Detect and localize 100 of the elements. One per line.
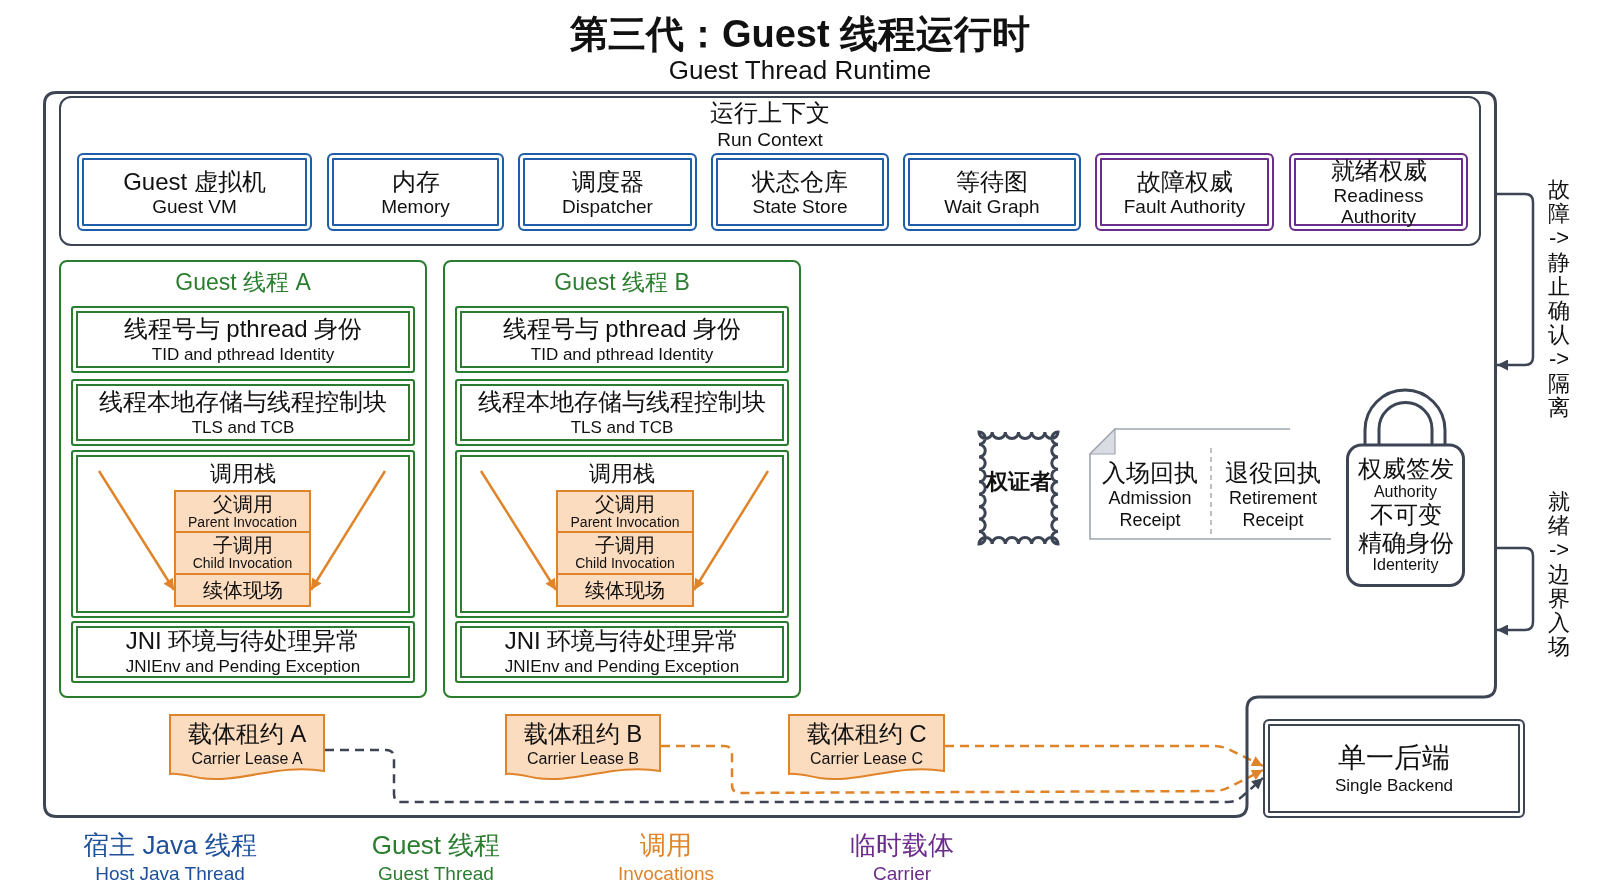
- subtitle-text: Guest VM: [152, 196, 237, 218]
- call-stack-box: [455, 450, 789, 618]
- legend-label: Guest 线程: [371, 829, 501, 861]
- subtitle-text: Fault Authority: [1123, 196, 1246, 218]
- subtitle-text: Authority: [1373, 482, 1438, 501]
- component-box: [518, 153, 697, 231]
- title-text: 入场回执: [1102, 458, 1198, 488]
- title-text: 线程本地存储与线程控制块: [99, 386, 387, 417]
- title: 第三代：Guest 线程运行时: [569, 12, 1031, 57]
- stack-frame-box: [556, 531, 694, 573]
- dashed-arrow: [945, 744, 1264, 768]
- legend-label: Invocations: [617, 863, 715, 885]
- arrow: [97, 470, 176, 591]
- stack-frame-box: [174, 573, 311, 607]
- stack-frame-box: [174, 490, 311, 531]
- title-text: 父调用: [595, 492, 655, 515]
- dashed-arrow: [325, 748, 1264, 804]
- run-context-panel: [59, 96, 1481, 246]
- dashed-arrow: [661, 744, 1264, 795]
- receipt-card: [1089, 428, 1331, 540]
- subtitle-text: Carrier Lease C: [810, 749, 923, 769]
- title-text: JNI 环境与待处理异常: [125, 626, 361, 657]
- title-text: 父调用: [212, 492, 273, 515]
- component-box: [327, 153, 504, 231]
- subtitle-text: TID and pthread Identity: [151, 343, 335, 366]
- subtitle-text: Dispatcher: [562, 196, 653, 218]
- subtitle-text: TID and pthread Identity: [530, 343, 714, 366]
- title-text: 线程号与 pthread 身份: [123, 313, 363, 344]
- subtitle-text: Parent Invocation: [570, 514, 680, 531]
- thread-section-box: [71, 306, 415, 373]
- legend-label: 临时载体: [850, 829, 954, 861]
- title-text: 状态仓库: [752, 166, 848, 197]
- subtitle-text: Identerity: [1372, 556, 1439, 575]
- padlock: [1346, 388, 1465, 587]
- title-text: 子调用: [595, 534, 655, 557]
- legend-label: 宿主 Java 线程: [83, 829, 257, 861]
- bracket-arrow: [1497, 546, 1535, 636]
- subtitle-text: Memory: [381, 196, 450, 218]
- title-text: 就绪权威: [1330, 156, 1427, 187]
- host-thread-frame: [43, 91, 1497, 818]
- subtitle-text: Wait Graph: [944, 196, 1040, 218]
- title-text: 续体现场: [585, 579, 665, 601]
- title-text: 续体现场: [202, 579, 283, 601]
- lease-document: [788, 714, 945, 783]
- stack-frame-box: [556, 573, 694, 607]
- title-text: 载体租约 B: [523, 719, 643, 749]
- subtitle-text: JNIEnv and Pending Exception: [504, 656, 740, 678]
- edge-label: 就绪 -> 边界入场: [1548, 490, 1570, 660]
- guest-thread-panel: [443, 260, 801, 698]
- title-text: 调用栈: [589, 460, 655, 488]
- title-text: 单一后端: [1338, 741, 1450, 776]
- subtitle-text: Carrier Lease A: [191, 749, 303, 769]
- subtitle-text: Readiness Authority: [1332, 186, 1425, 228]
- call-stack-box: [71, 450, 415, 618]
- title-text: 权威签发: [1357, 455, 1454, 483]
- panel-title: Guest 线程 A: [175, 268, 311, 297]
- subtitle-text: Child Invocation: [192, 556, 293, 572]
- subtitle-text: State Store: [752, 196, 848, 218]
- component-box: [711, 153, 889, 231]
- subtitle-text: Run Context: [717, 128, 823, 152]
- thread-section-box: [455, 306, 789, 373]
- subtitle-text: Admission Receipt: [1107, 488, 1193, 532]
- subtitle-text: TLS and TCB: [191, 416, 295, 439]
- title-text: 权证者: [985, 468, 1052, 496]
- legend-label: Guest Thread: [378, 863, 494, 885]
- title-text: 运行上下文: [710, 98, 830, 128]
- stack-frame-box: [174, 531, 311, 573]
- subtitle-text: Parent Invocation: [188, 514, 297, 531]
- component-box: [903, 153, 1081, 231]
- lease-document: [505, 714, 661, 783]
- title-text: Guest 虚拟机: [123, 166, 266, 197]
- backend-box: [1263, 719, 1525, 818]
- lease-document: [169, 714, 325, 783]
- subtitle-text: TLS and TCB: [570, 416, 674, 439]
- subtitle-text: Child Invocation: [575, 556, 675, 572]
- guest-thread-panel: [59, 260, 427, 698]
- component-box: [77, 153, 312, 231]
- subtitle-text: Single Backend: [1334, 775, 1454, 797]
- title-text: 载体租约 A: [187, 719, 307, 749]
- title-text: 线程本地存储与线程控制块: [478, 386, 766, 417]
- title-text: 载体租约 C: [806, 719, 927, 749]
- title-text: 精确身份: [1357, 528, 1454, 557]
- title-text: 不可变: [1369, 501, 1442, 529]
- subtitle-text: Carrier Lease B: [526, 749, 639, 769]
- subtitle-text: JNIEnv and Pending Exception: [125, 656, 361, 678]
- title-text: 线程号与 pthread 身份: [502, 313, 742, 344]
- thread-section-box: [71, 621, 415, 683]
- panel-title: Guest 线程 B: [554, 268, 690, 297]
- title-text: 等待图: [956, 166, 1028, 197]
- title-text: 调度器: [571, 166, 644, 197]
- title-text: 故障权威: [1136, 166, 1233, 197]
- thread-section-box: [71, 379, 415, 446]
- edge-label: 故障 -> 静止确认 -> 隔离: [1548, 178, 1570, 420]
- bracket-arrow: [1497, 192, 1535, 371]
- subtitle: Guest Thread Runtime: [668, 54, 932, 86]
- thread-section-box: [455, 621, 789, 683]
- legend-label: 调用: [640, 829, 692, 861]
- thread-section-box: [455, 379, 789, 446]
- component-box: [1289, 153, 1468, 231]
- subtitle-text: Retirement Receipt: [1228, 488, 1318, 532]
